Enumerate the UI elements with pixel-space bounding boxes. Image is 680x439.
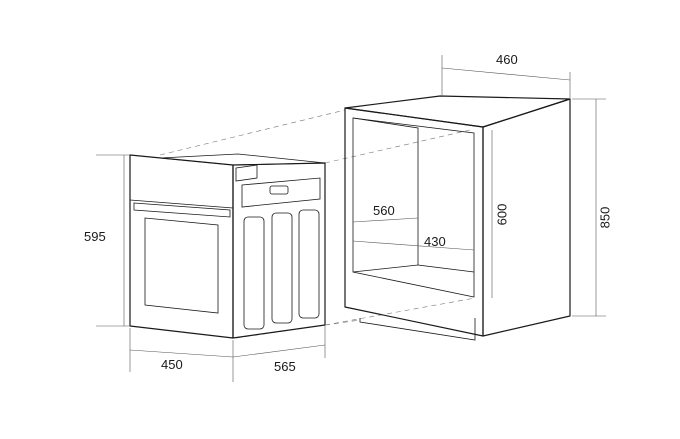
oven-width-label: 450 bbox=[161, 357, 183, 372]
oven-height-label: 595 bbox=[84, 229, 106, 244]
dimension-lines bbox=[96, 55, 606, 382]
niche-height-label: 600 bbox=[494, 203, 510, 226]
niche-width-label: 560 bbox=[373, 203, 395, 218]
cabinet-depth-label: 460 bbox=[496, 52, 518, 67]
oven bbox=[129, 153, 326, 339]
cabinet-height-label: 850 bbox=[597, 206, 613, 229]
oven-depth-label: 565 bbox=[274, 359, 296, 374]
cabinet bbox=[344, 95, 571, 341]
niche-inner-width-label: 430 bbox=[424, 234, 446, 249]
